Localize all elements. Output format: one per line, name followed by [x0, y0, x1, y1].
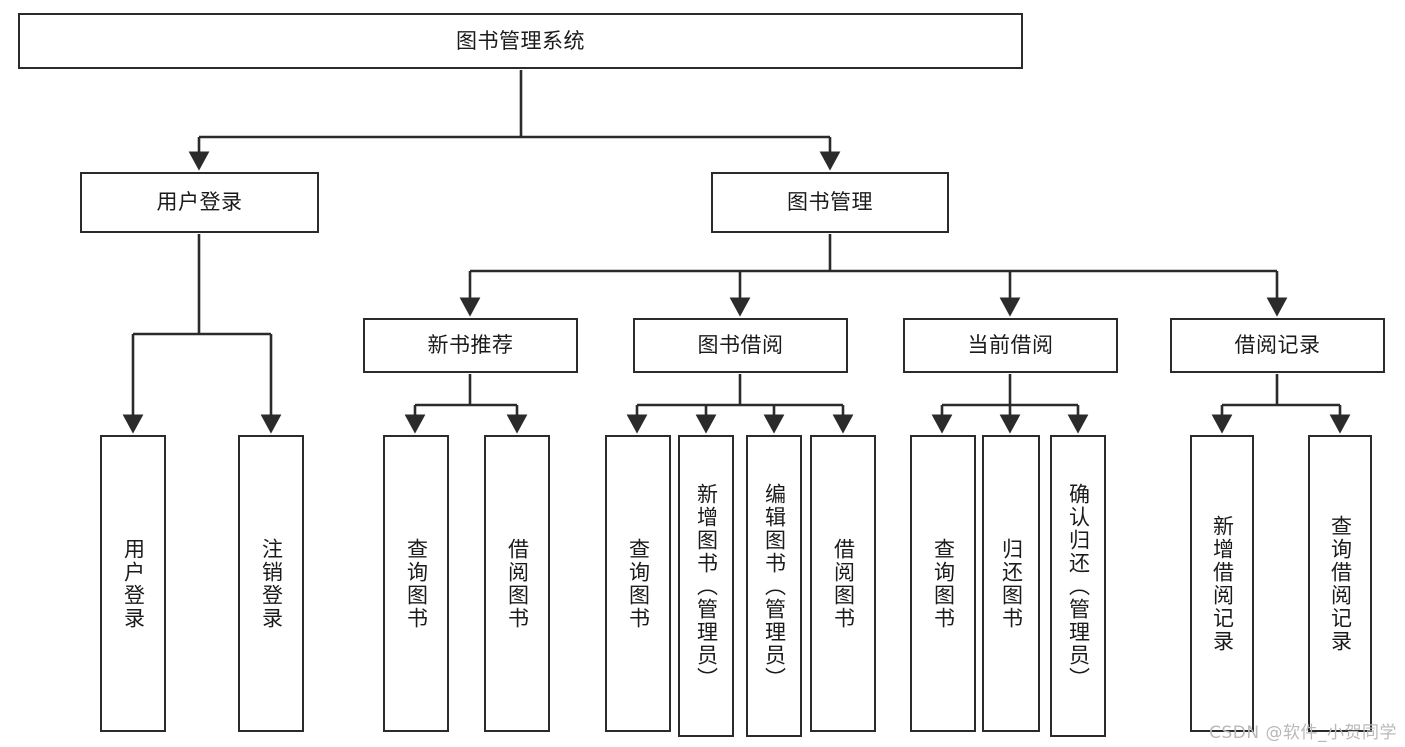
node-leaf-user-login-label: 用户登录	[121, 537, 146, 630]
node-leaf-add-record-label: 新增借阅记录	[1210, 514, 1235, 653]
node-user-login[interactable]: 用户登录	[80, 172, 319, 233]
node-leaf-query-record-label: 查询借阅记录	[1328, 514, 1353, 653]
node-leaf-edit-book-label: 编辑图书（管理员）	[762, 482, 787, 690]
node-leaf-query-book-2-label: 查询图书	[626, 537, 651, 630]
node-book-borrow-label: 图书借阅	[697, 333, 784, 358]
node-leaf-return-book[interactable]: 归还图书	[982, 435, 1040, 732]
node-leaf-add-book-label: 新增图书（管理员）	[694, 482, 719, 690]
node-leaf-edit-book[interactable]: 编辑图书（管理员）	[746, 435, 802, 737]
node-leaf-borrow-book-1[interactable]: 借阅图书	[484, 435, 550, 732]
node-user-login-label: 用户登录	[156, 190, 243, 215]
node-leaf-query-book-1[interactable]: 查询图书	[383, 435, 449, 732]
node-leaf-confirm-return[interactable]: 确认归还（管理员）	[1050, 435, 1106, 737]
node-book-borrow[interactable]: 图书借阅	[633, 318, 848, 373]
node-leaf-query-book-3[interactable]: 查询图书	[910, 435, 976, 732]
node-leaf-borrow-book-2-label: 借阅图书	[831, 537, 856, 630]
node-book-manage[interactable]: 图书管理	[711, 172, 949, 233]
node-current-borrow[interactable]: 当前借阅	[903, 318, 1118, 373]
node-leaf-user-login[interactable]: 用户登录	[100, 435, 166, 732]
node-new-book-rec[interactable]: 新书推荐	[363, 318, 578, 373]
node-leaf-logout-login-label: 注销登录	[259, 537, 284, 630]
node-book-manage-label: 图书管理	[787, 190, 873, 215]
node-root[interactable]: 图书管理系统	[18, 13, 1023, 69]
node-root-label: 图书管理系统	[456, 28, 585, 53]
node-leaf-add-book[interactable]: 新增图书（管理员）	[678, 435, 734, 737]
node-leaf-logout-login[interactable]: 注销登录	[238, 435, 304, 732]
node-leaf-query-book-2[interactable]: 查询图书	[605, 435, 671, 732]
node-leaf-return-book-label: 归还图书	[999, 537, 1024, 630]
node-new-book-rec-label: 新书推荐	[427, 333, 514, 358]
node-leaf-borrow-book-1-label: 借阅图书	[505, 537, 530, 630]
node-leaf-query-book-3-label: 查询图书	[931, 537, 956, 630]
node-borrow-record[interactable]: 借阅记录	[1170, 318, 1385, 373]
node-borrow-record-label: 借阅记录	[1234, 333, 1321, 358]
node-leaf-query-record[interactable]: 查询借阅记录	[1308, 435, 1372, 732]
node-leaf-add-record[interactable]: 新增借阅记录	[1190, 435, 1254, 732]
node-current-borrow-label: 当前借阅	[967, 333, 1054, 358]
node-leaf-query-book-1-label: 查询图书	[404, 537, 429, 630]
node-leaf-confirm-return-label: 确认归还（管理员）	[1066, 482, 1091, 690]
node-leaf-borrow-book-2[interactable]: 借阅图书	[810, 435, 876, 732]
